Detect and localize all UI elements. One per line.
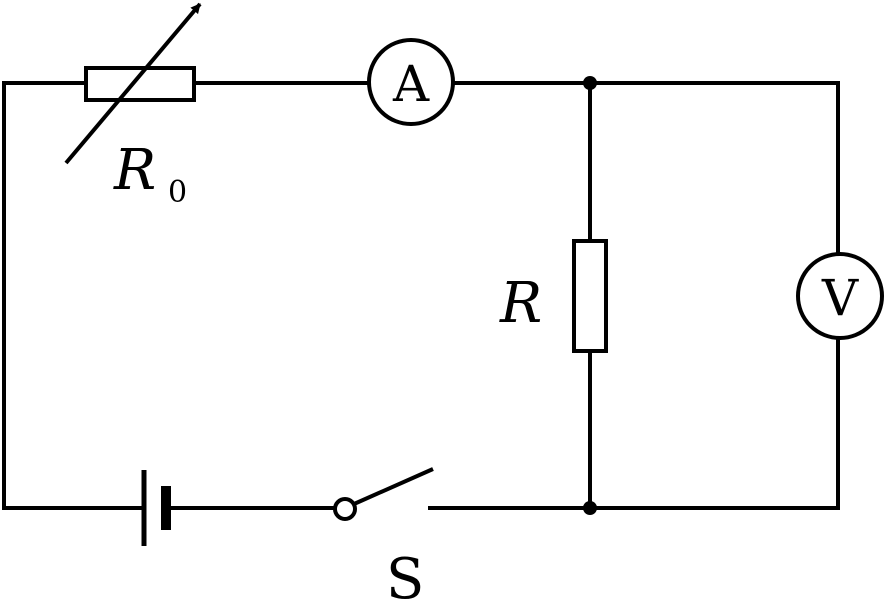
rheostat-label: R: [113, 138, 156, 203]
resistor-label: R: [499, 271, 542, 336]
resistor-body: [572, 239, 608, 353]
junction-dot-top: [583, 76, 597, 90]
switch-lever: [353, 467, 434, 506]
rheostat-arrow: [64, 2, 202, 165]
rheostat-label-subscript: 0: [168, 175, 187, 210]
junction-dot-bottom: [583, 501, 597, 515]
ammeter-label: A: [392, 55, 430, 113]
switch-pivot: [333, 497, 357, 521]
switch-label: S: [386, 547, 424, 603]
voltmeter: [796, 252, 884, 340]
ammeter: [367, 38, 455, 126]
voltmeter-label: V: [821, 269, 859, 327]
